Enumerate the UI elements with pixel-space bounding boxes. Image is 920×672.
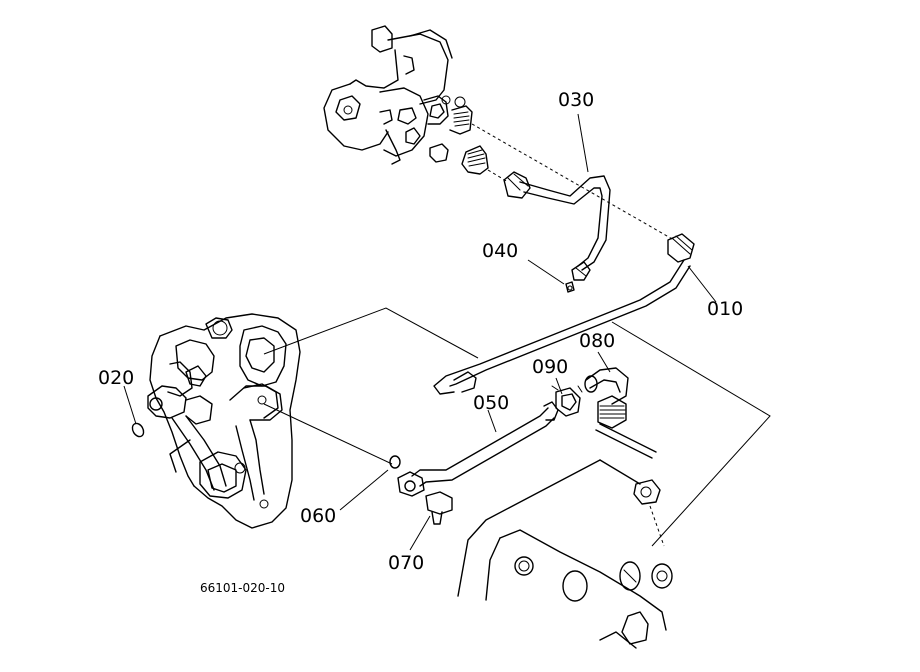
callout-060: 060 (300, 505, 337, 527)
callout-010: 010 (707, 298, 744, 320)
pipe-010 (433, 233, 695, 395)
callout-080: 080 (579, 330, 616, 352)
callout-050: 050 (473, 392, 510, 414)
leader-060 (339, 469, 389, 511)
leader-040 (527, 259, 565, 285)
leader-030 (577, 113, 589, 173)
callout-020: 020 (98, 367, 135, 389)
callout-090: 090 (532, 356, 569, 378)
leader-pump-to-010 (263, 307, 479, 359)
outlet-centerline-upper (471, 123, 675, 241)
leader-050 (487, 409, 497, 433)
leader-070 (409, 515, 431, 551)
engine-block (457, 423, 673, 649)
bolt-070 (425, 491, 453, 525)
callout-040: 040 (482, 240, 519, 262)
callout-030: 030 (558, 89, 595, 111)
fitting-040 (565, 281, 575, 293)
reference-code: 66101-020-10 (200, 581, 286, 595)
pipe-050 (411, 401, 559, 487)
leader-020 (123, 385, 137, 425)
hose-080 (584, 367, 629, 429)
banjo-fitting (389, 455, 425, 497)
callout-070: 070 (388, 552, 425, 574)
pump-housing (147, 313, 301, 529)
leader-080 (597, 351, 611, 373)
pipe-030 (503, 171, 611, 281)
leader-090 (555, 377, 563, 395)
injection-pump-head (323, 25, 489, 175)
o-ring-020 (131, 422, 145, 438)
leader-010 (687, 265, 717, 303)
clamp-090 (551, 385, 583, 417)
leader-housing-to-060 (263, 403, 393, 465)
leader-010-to-block (611, 321, 771, 547)
outlet-centerline-lower (487, 169, 509, 183)
